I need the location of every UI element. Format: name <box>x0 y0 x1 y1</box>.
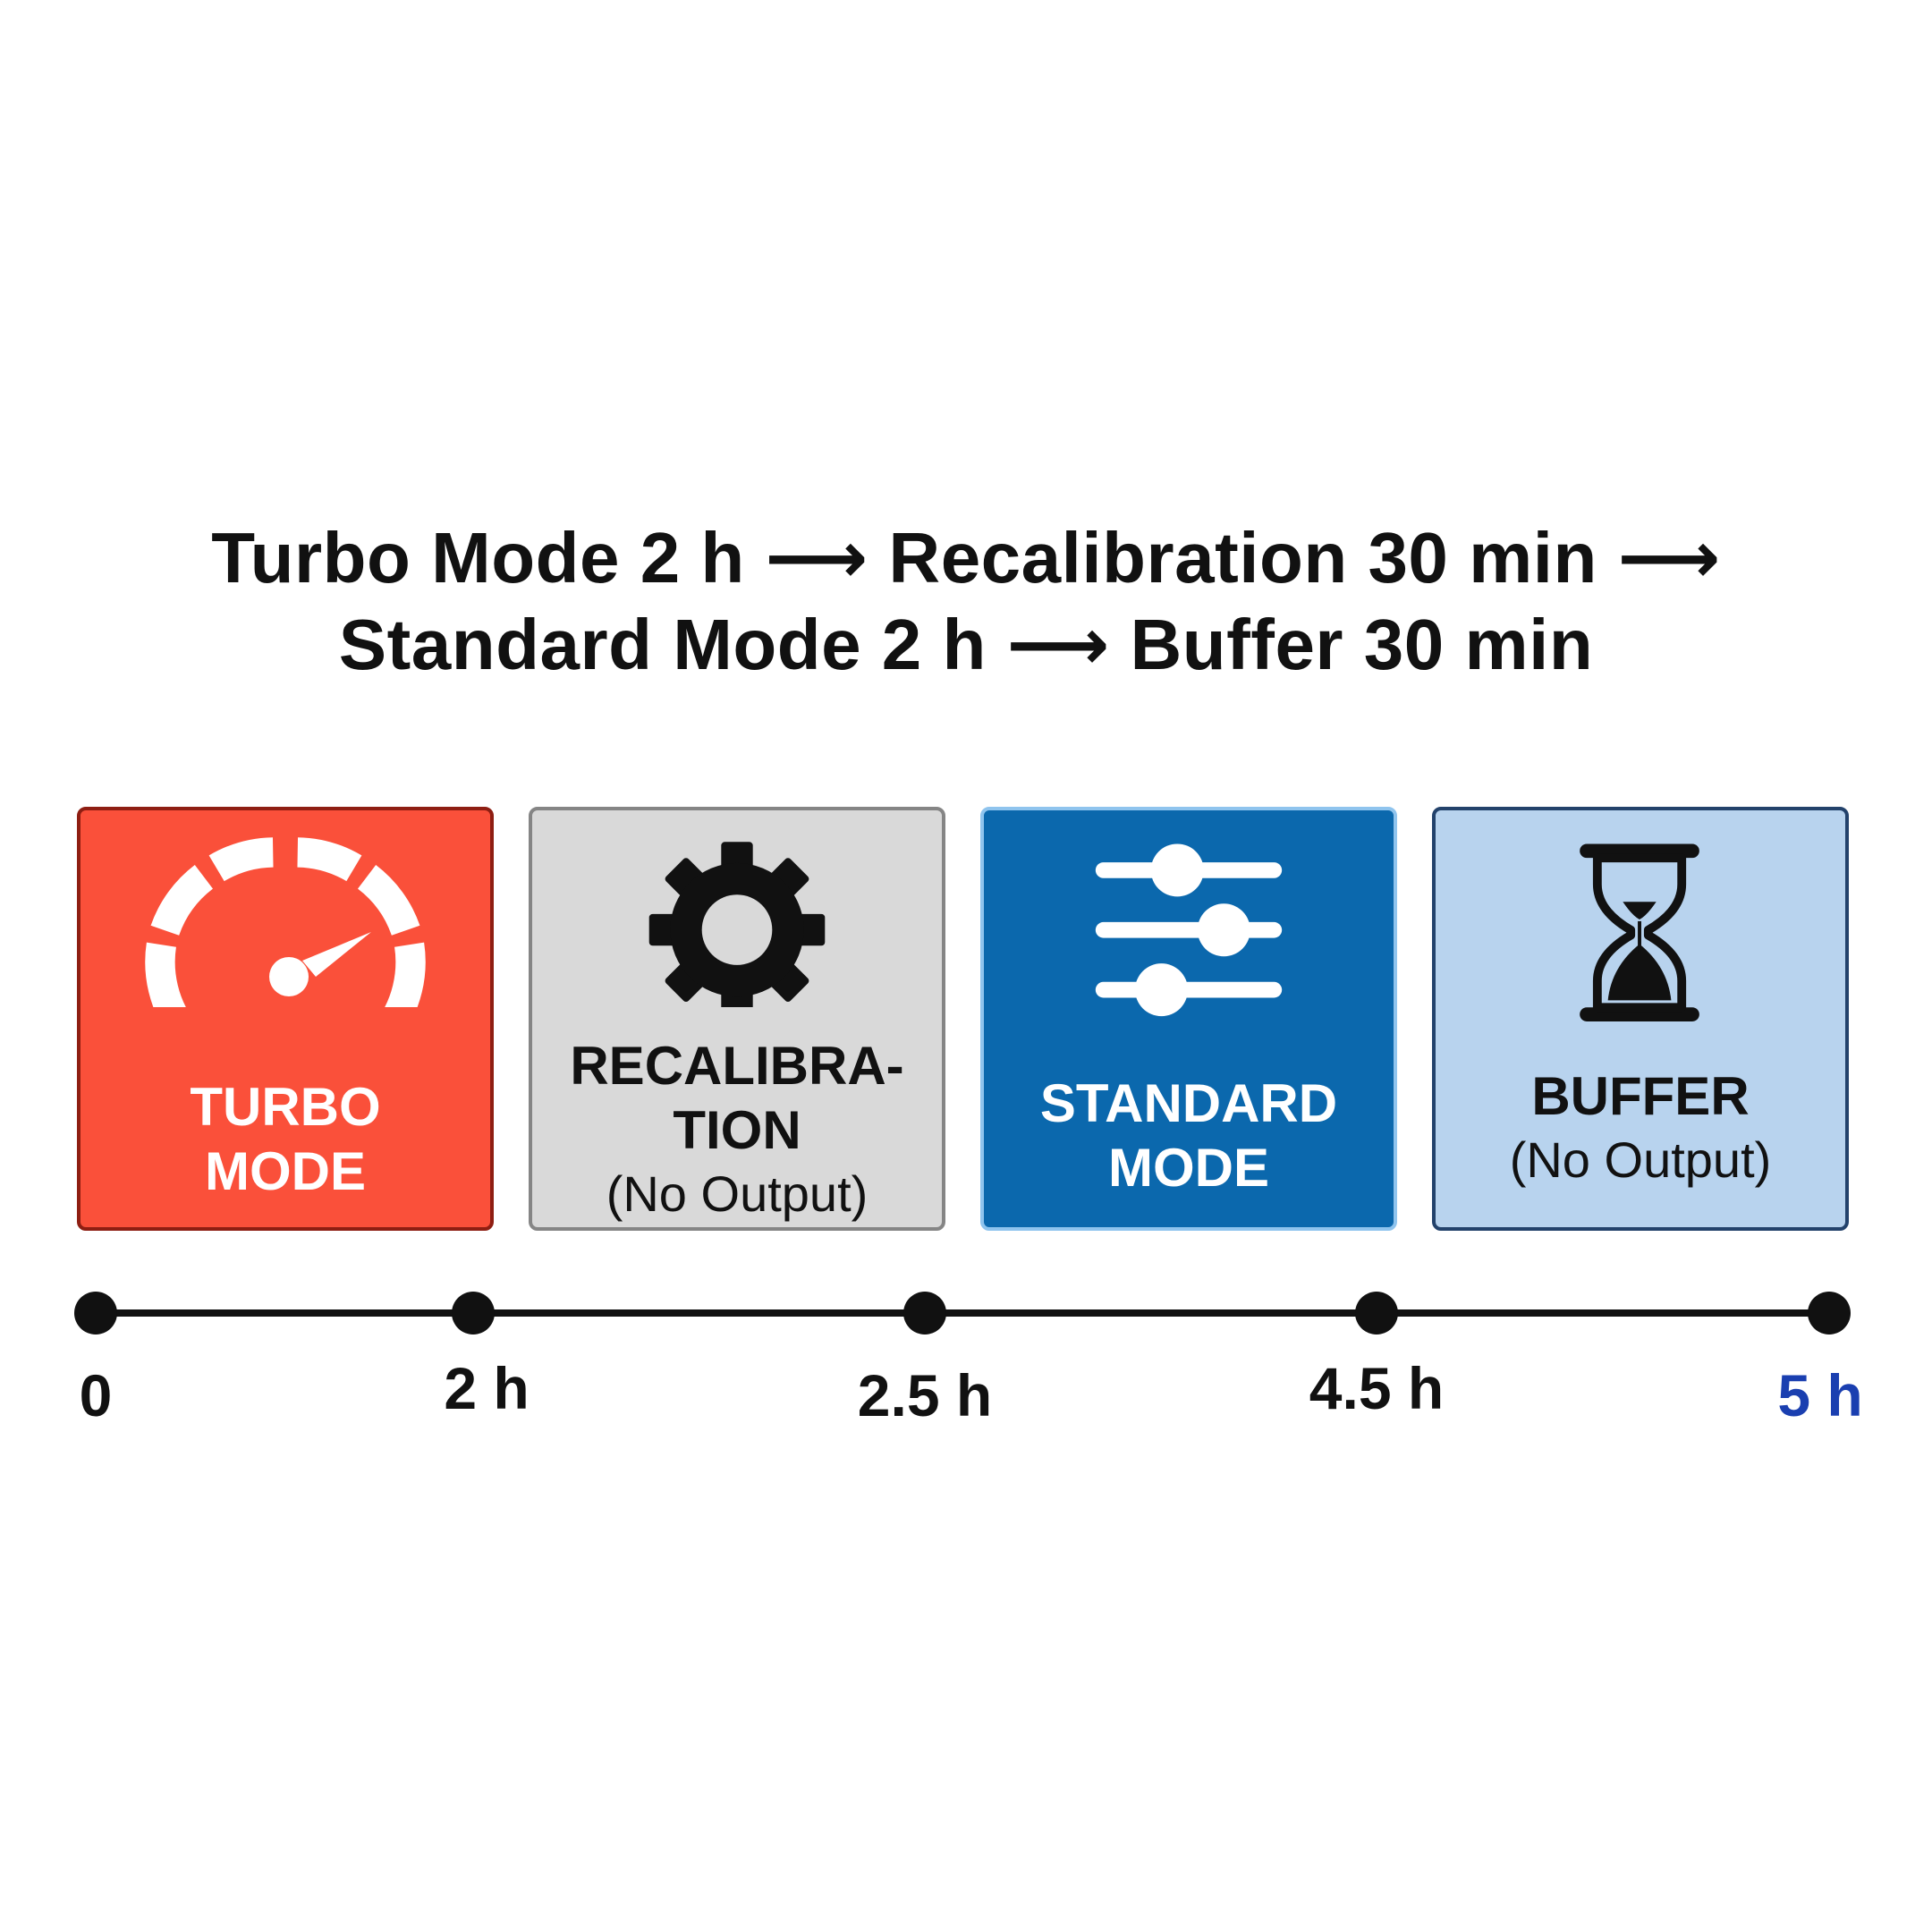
title-line-2: Standard Mode 2 h ⟶ Buffer 30 min <box>338 605 1594 684</box>
speedometer-needle-icon <box>269 932 371 996</box>
diagram-title: Turbo Mode 2 h ⟶ Recalibration 30 min ⟶ … <box>0 514 1932 688</box>
timeline-tick-label: 2 h <box>444 1355 530 1421</box>
card-standard-label: STANDARD MODE <box>1039 1073 1338 1198</box>
card-standard-mode: STANDARD MODE <box>980 807 1397 1231</box>
speedometer-icon <box>145 837 426 1007</box>
card-turbo-mode: TURBO MODE <box>77 807 494 1231</box>
timeline-marker <box>452 1292 495 1335</box>
card-turbo-label: TURBO MODE <box>190 1077 381 1201</box>
timeline-tick-label: 2.5 h <box>857 1362 993 1428</box>
timeline-axis <box>74 1292 1851 1335</box>
card-recalibration-label: RECALIBRA- TION (No Output) <box>532 1034 942 1225</box>
timeline-marker <box>903 1292 946 1335</box>
card-recalibration-sub: (No Output) <box>606 1165 869 1222</box>
card-recalibration: RECALIBRA- TION (No Output) <box>529 807 945 1231</box>
timeline-tick-label: 4.5 h <box>1309 1355 1445 1421</box>
timeline-tick-label: 5 h <box>1777 1362 1863 1428</box>
sliders-icon <box>1095 843 1283 1017</box>
card-buffer-label: BUFFER (No Output) <box>1436 1064 1845 1191</box>
timeline-marker <box>74 1292 117 1335</box>
card-buffer-sub: (No Output) <box>1509 1131 1772 1188</box>
timeline-marker <box>1808 1292 1851 1335</box>
title-line-1: Turbo Mode 2 h ⟶ Recalibration 30 min ⟶ <box>211 518 1721 597</box>
timeline-tick-label: 0 <box>79 1362 113 1428</box>
card-buffer: BUFFER (No Output) <box>1432 807 1849 1231</box>
hourglass-icon <box>1580 843 1699 1021</box>
gear-icon <box>648 842 826 1007</box>
timeline-marker <box>1355 1292 1398 1335</box>
